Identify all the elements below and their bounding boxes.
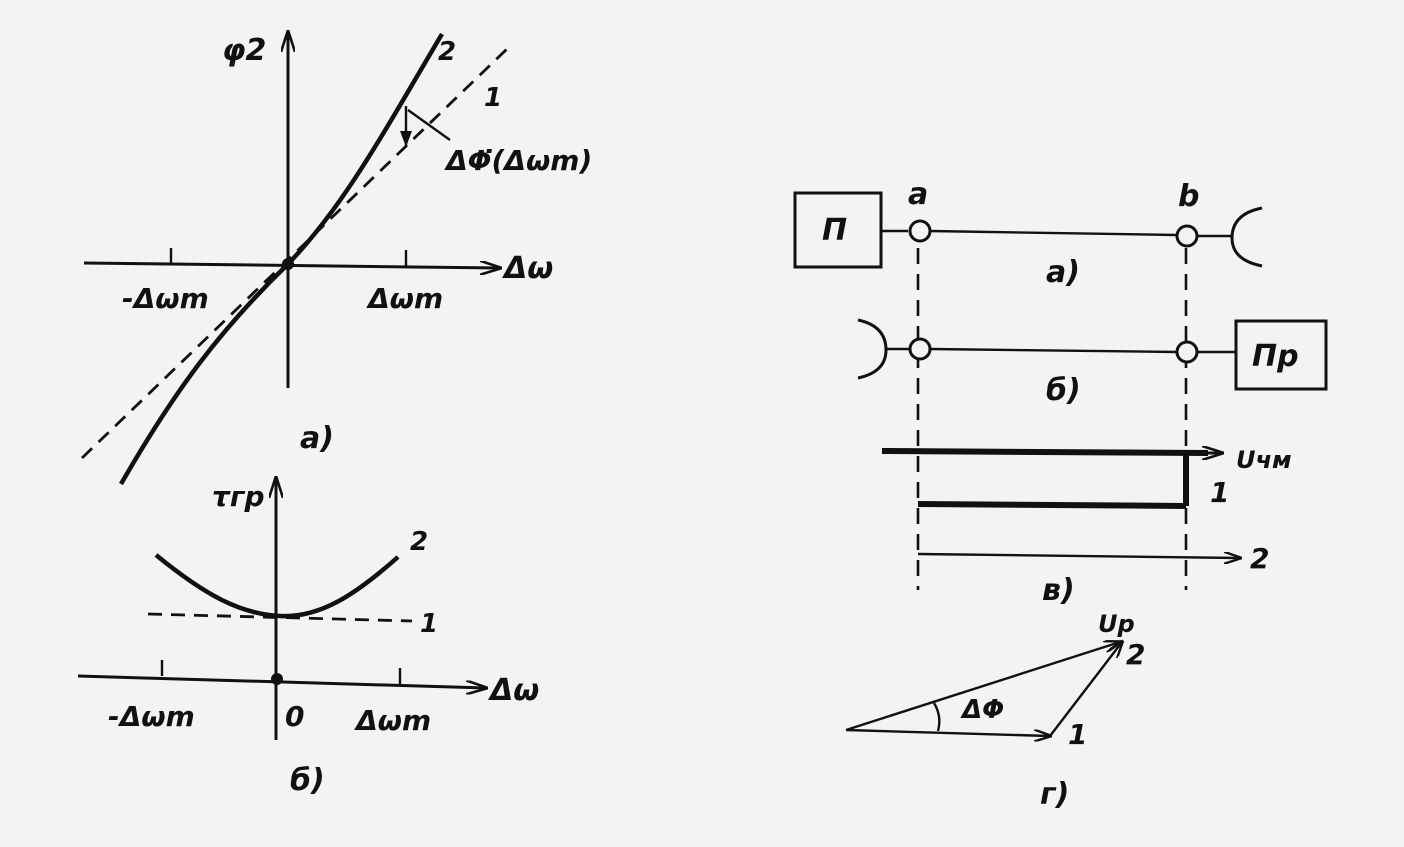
node-a-lower (908, 337, 932, 361)
vector-2-label: 2 (1126, 638, 1145, 671)
phase-plot-caption: а) (300, 421, 334, 456)
delay-curve-2-label: 2 (410, 527, 428, 557)
line-a-b-upper (929, 229, 1177, 237)
vector-caption: г) (1040, 777, 1069, 812)
node-a-upper (908, 219, 932, 243)
vector-2 (1049, 642, 1122, 737)
point-b-label: b (1178, 179, 1199, 214)
vector-resultant (845, 642, 1120, 732)
point-a-label: a (908, 177, 928, 212)
delay-curve-2-parabolic (154, 553, 400, 619)
delay-plot-x-tick-neg-label: -Δωm (108, 700, 195, 733)
line-a-b-lower (929, 347, 1178, 354)
vector-diagram: ΔΦ Uр 2 1 г) (845, 610, 1145, 812)
delay-plot-y-label: τгр (212, 480, 265, 513)
scheme-caption-b: б) (1046, 373, 1081, 408)
scheme-caption-a: а) (1046, 255, 1080, 290)
signal-1-bar (917, 501, 1187, 509)
group-delay-plot: τгр Δω -Δωm 0 Δωm 2 1 б) (77, 478, 539, 798)
vector-resultant-label: Uр (1098, 610, 1135, 638)
phase-curve-1-linear (81, 46, 509, 460)
phase-plot: φ2 Δω -Δωm Δωm 2 1 ΔΦ̇(Δωm) а) (81, 32, 592, 486)
phase-curve-2-label: 2 (438, 37, 456, 67)
signal-2-label: 2 (1250, 542, 1269, 575)
delay-curve-1-constant (147, 612, 413, 623)
scheme-caption-v: в) (1042, 573, 1075, 608)
signal-main-bar (881, 448, 1209, 456)
delay-plot-x-label: Δω (488, 673, 539, 708)
antenna-left-icon (857, 318, 888, 380)
receiver-box (1234, 319, 1328, 391)
transmitter-label: П (822, 213, 847, 248)
vector-1 (845, 728, 1050, 736)
receiver-label: Пр (1252, 339, 1299, 374)
phase-plot-y-label: φ2 (222, 33, 266, 68)
node-b-upper (1175, 224, 1199, 248)
angle-arc (932, 702, 941, 732)
delay-plot-x-tick-pos-label: Δωm (354, 704, 431, 737)
delay-curve-1-label: 1 (420, 609, 438, 639)
vector-1-label: 1 (1068, 718, 1087, 751)
signal-2-arrow (917, 554, 1240, 558)
delta-phi-leader-line (407, 109, 451, 141)
delay-plot-x-tick-zero-label: 0 (285, 700, 304, 733)
antenna-right-icon (1230, 206, 1263, 268)
phase-plot-x-tick-neg-label: -Δωm (122, 282, 209, 315)
delay-plot-caption: б) (290, 763, 325, 798)
phase-plot-x-label: Δω (502, 251, 553, 286)
phase-plot-x-tick-pos-label: Δωm (366, 282, 443, 315)
phase-curve-1-label: 1 (484, 83, 502, 113)
signal-1-label: 1 (1210, 476, 1229, 509)
signal-main-label: Uчм (1236, 446, 1292, 474)
node-b-lower (1175, 340, 1199, 364)
delay-plot-origin (271, 673, 283, 685)
delta-phi-label: ΔΦ̇(Δωm) (444, 144, 592, 177)
phase-plot-origin (282, 258, 294, 270)
transmission-scheme: П a b а) Пр б) Uчм 1 2 в) (793, 177, 1328, 608)
angle-label: ΔΦ (960, 695, 1004, 725)
phase-curve-2-nonlinear (119, 32, 444, 486)
